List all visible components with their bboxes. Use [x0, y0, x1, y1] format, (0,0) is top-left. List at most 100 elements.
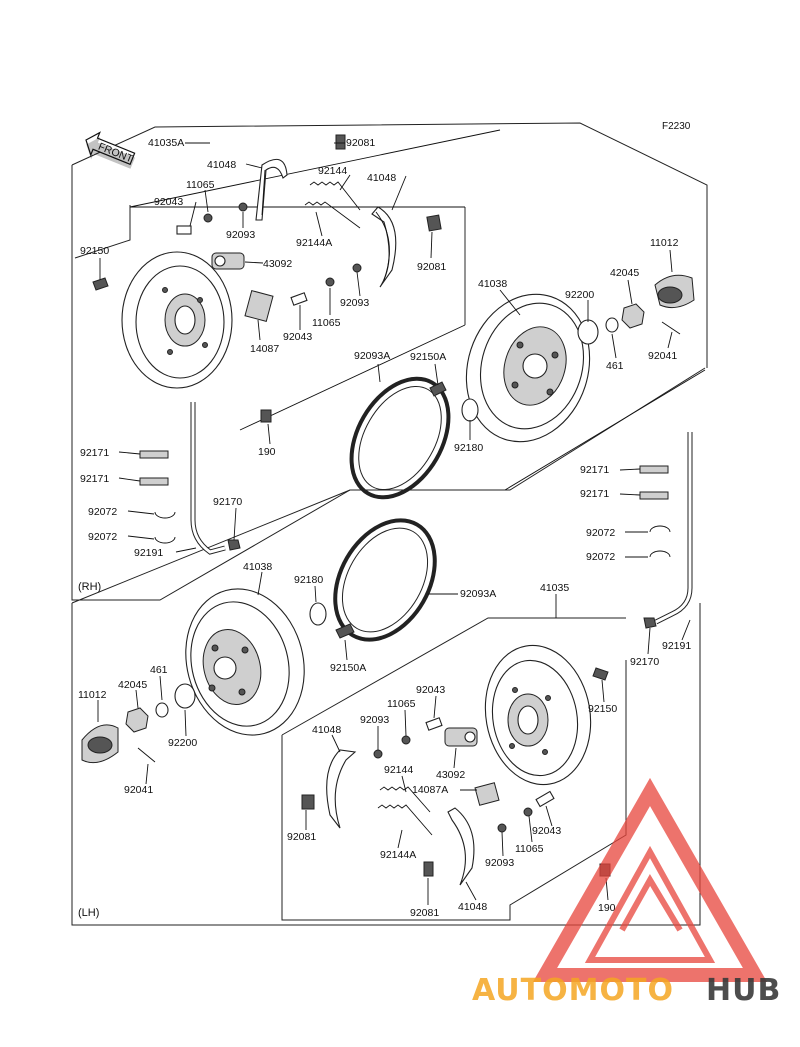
label-92081: 92081: [346, 137, 375, 149]
lh-washer-92200: [174, 683, 196, 709]
label-92093: 92093: [360, 714, 389, 726]
label-41038: 41038: [243, 561, 272, 573]
rh-brake-shoe-right: [371, 206, 397, 288]
rh-nut-42045: [621, 303, 645, 329]
label-92072: 92072: [586, 551, 615, 563]
lh-labels: 92171 92171 92072 92072 41038 92180 9209…: [78, 464, 691, 919]
lh-clip-92072-1: [649, 525, 671, 533]
lh-oring-92180: [309, 602, 327, 626]
rh-washer-11065-mid: [325, 277, 335, 287]
label-11065: 11065: [312, 317, 341, 329]
rh-washer-92093-left: [238, 202, 248, 212]
panel-label-rh: (RH): [78, 581, 101, 593]
label-92081: 92081: [417, 261, 446, 273]
figure-id: F2230: [662, 121, 691, 132]
label-92200: 92200: [565, 289, 594, 301]
leader-lines: [97, 142, 691, 905]
label-92043: 92043: [283, 331, 312, 343]
rh-cotter-92041: [661, 321, 681, 335]
label-92150: 92150: [80, 245, 109, 257]
frame-lines: [71, 122, 708, 926]
label-92171: 92171: [580, 488, 609, 500]
label-11065: 11065: [186, 179, 215, 191]
lh-pad-92081-low: [423, 861, 434, 877]
label-92081: 92081: [410, 907, 439, 919]
lh-clip-92171-1: [639, 465, 669, 474]
rh-bolt-92150: [92, 277, 109, 291]
label-92200: 92200: [168, 737, 197, 749]
rh-brake-drum: [465, 293, 591, 443]
lh-clip-92072-2: [649, 550, 671, 558]
label-92144A: 92144A: [296, 237, 332, 249]
label-92043: 92043: [154, 196, 183, 208]
watermark-part2: HUB: [706, 973, 781, 1008]
lh-pin-92043-low: [535, 790, 555, 808]
label-461: 461: [150, 664, 168, 676]
label-92150A: 92150A: [410, 351, 446, 363]
label-92170: 92170: [213, 496, 242, 508]
watermark-logo: [532, 777, 768, 982]
label-92171: 92171: [80, 473, 109, 485]
rh-clip-92171-1: [139, 450, 169, 459]
label-92180: 92180: [454, 442, 483, 454]
rh-clip-92171-2: [139, 477, 169, 486]
lh-pad-92081-left: [301, 794, 315, 810]
label-11065: 11065: [387, 698, 416, 710]
rh-washer-92093-mid: [352, 263, 362, 273]
rh-washer-92200: [577, 319, 599, 345]
label-92041: 92041: [124, 784, 153, 796]
label-92150A: 92150A: [330, 662, 366, 674]
label-43092: 43092: [436, 769, 465, 781]
rh-clamp-92170: [227, 539, 241, 551]
label-11012: 11012: [650, 237, 679, 249]
label-92072: 92072: [586, 527, 615, 539]
label-92144: 92144: [318, 165, 347, 177]
rh-parts: [92, 134, 695, 555]
rh-pad-92081-right: [426, 214, 442, 232]
label-92093: 92093: [485, 857, 514, 869]
watermark-triangle-icon: [532, 777, 768, 982]
rh-spring-92144: [309, 181, 361, 211]
rh-pin-92043: [176, 225, 192, 235]
rh-wheel-cylinder: [211, 252, 245, 270]
label-92093: 92093: [226, 229, 255, 241]
label-190: 190: [598, 902, 616, 914]
label-461: 461: [606, 360, 624, 372]
label-92144: 92144: [384, 764, 413, 776]
label-92191: 92191: [662, 640, 691, 652]
label-92170: 92170: [630, 656, 659, 668]
lh-clamp-92170: [643, 617, 657, 629]
lh-nut-42045: [125, 707, 149, 733]
lh-bracket-14087A: [474, 782, 500, 806]
lh-washer-11065-low: [523, 807, 533, 817]
label-43092: 43092: [263, 258, 292, 270]
label-92043: 92043: [416, 684, 445, 696]
lh-wheel-cylinder: [444, 727, 478, 747]
rh-bleeder-190: [260, 409, 272, 423]
lh-washer-92093-low: [497, 823, 507, 833]
lh-pin-92043-top: [425, 717, 443, 731]
lh-clip-92171-2: [639, 491, 669, 500]
watermark-text: AUTOMOTO HUB: [472, 973, 781, 1008]
lh-cotter-92041: [137, 747, 156, 763]
label-92144A: 92144A: [380, 849, 416, 861]
label-41048: 41048: [367, 172, 396, 184]
label-92150: 92150: [588, 703, 617, 715]
lh-parts: [81, 432, 693, 886]
rh-backing-plate: [121, 251, 233, 389]
rh-bracket-14087: [244, 289, 274, 323]
front-arrow-icon: FRONT: [85, 131, 136, 169]
label-41048: 41048: [207, 159, 236, 171]
label-92093: 92093: [340, 297, 369, 309]
rh-hose-92191: [190, 402, 226, 555]
label-41035: 41035: [540, 582, 569, 594]
lh-washer-92093-top: [373, 749, 383, 759]
label-42045: 42045: [610, 267, 639, 279]
label-92043: 92043: [532, 825, 561, 837]
lh-washer-11065-top: [401, 735, 411, 745]
rh-spring-92144A: [304, 201, 361, 229]
panel-label-lh: (LH): [78, 907, 99, 919]
rh-oring-92180: [461, 398, 479, 422]
lh-spring-92144A: [377, 804, 433, 836]
